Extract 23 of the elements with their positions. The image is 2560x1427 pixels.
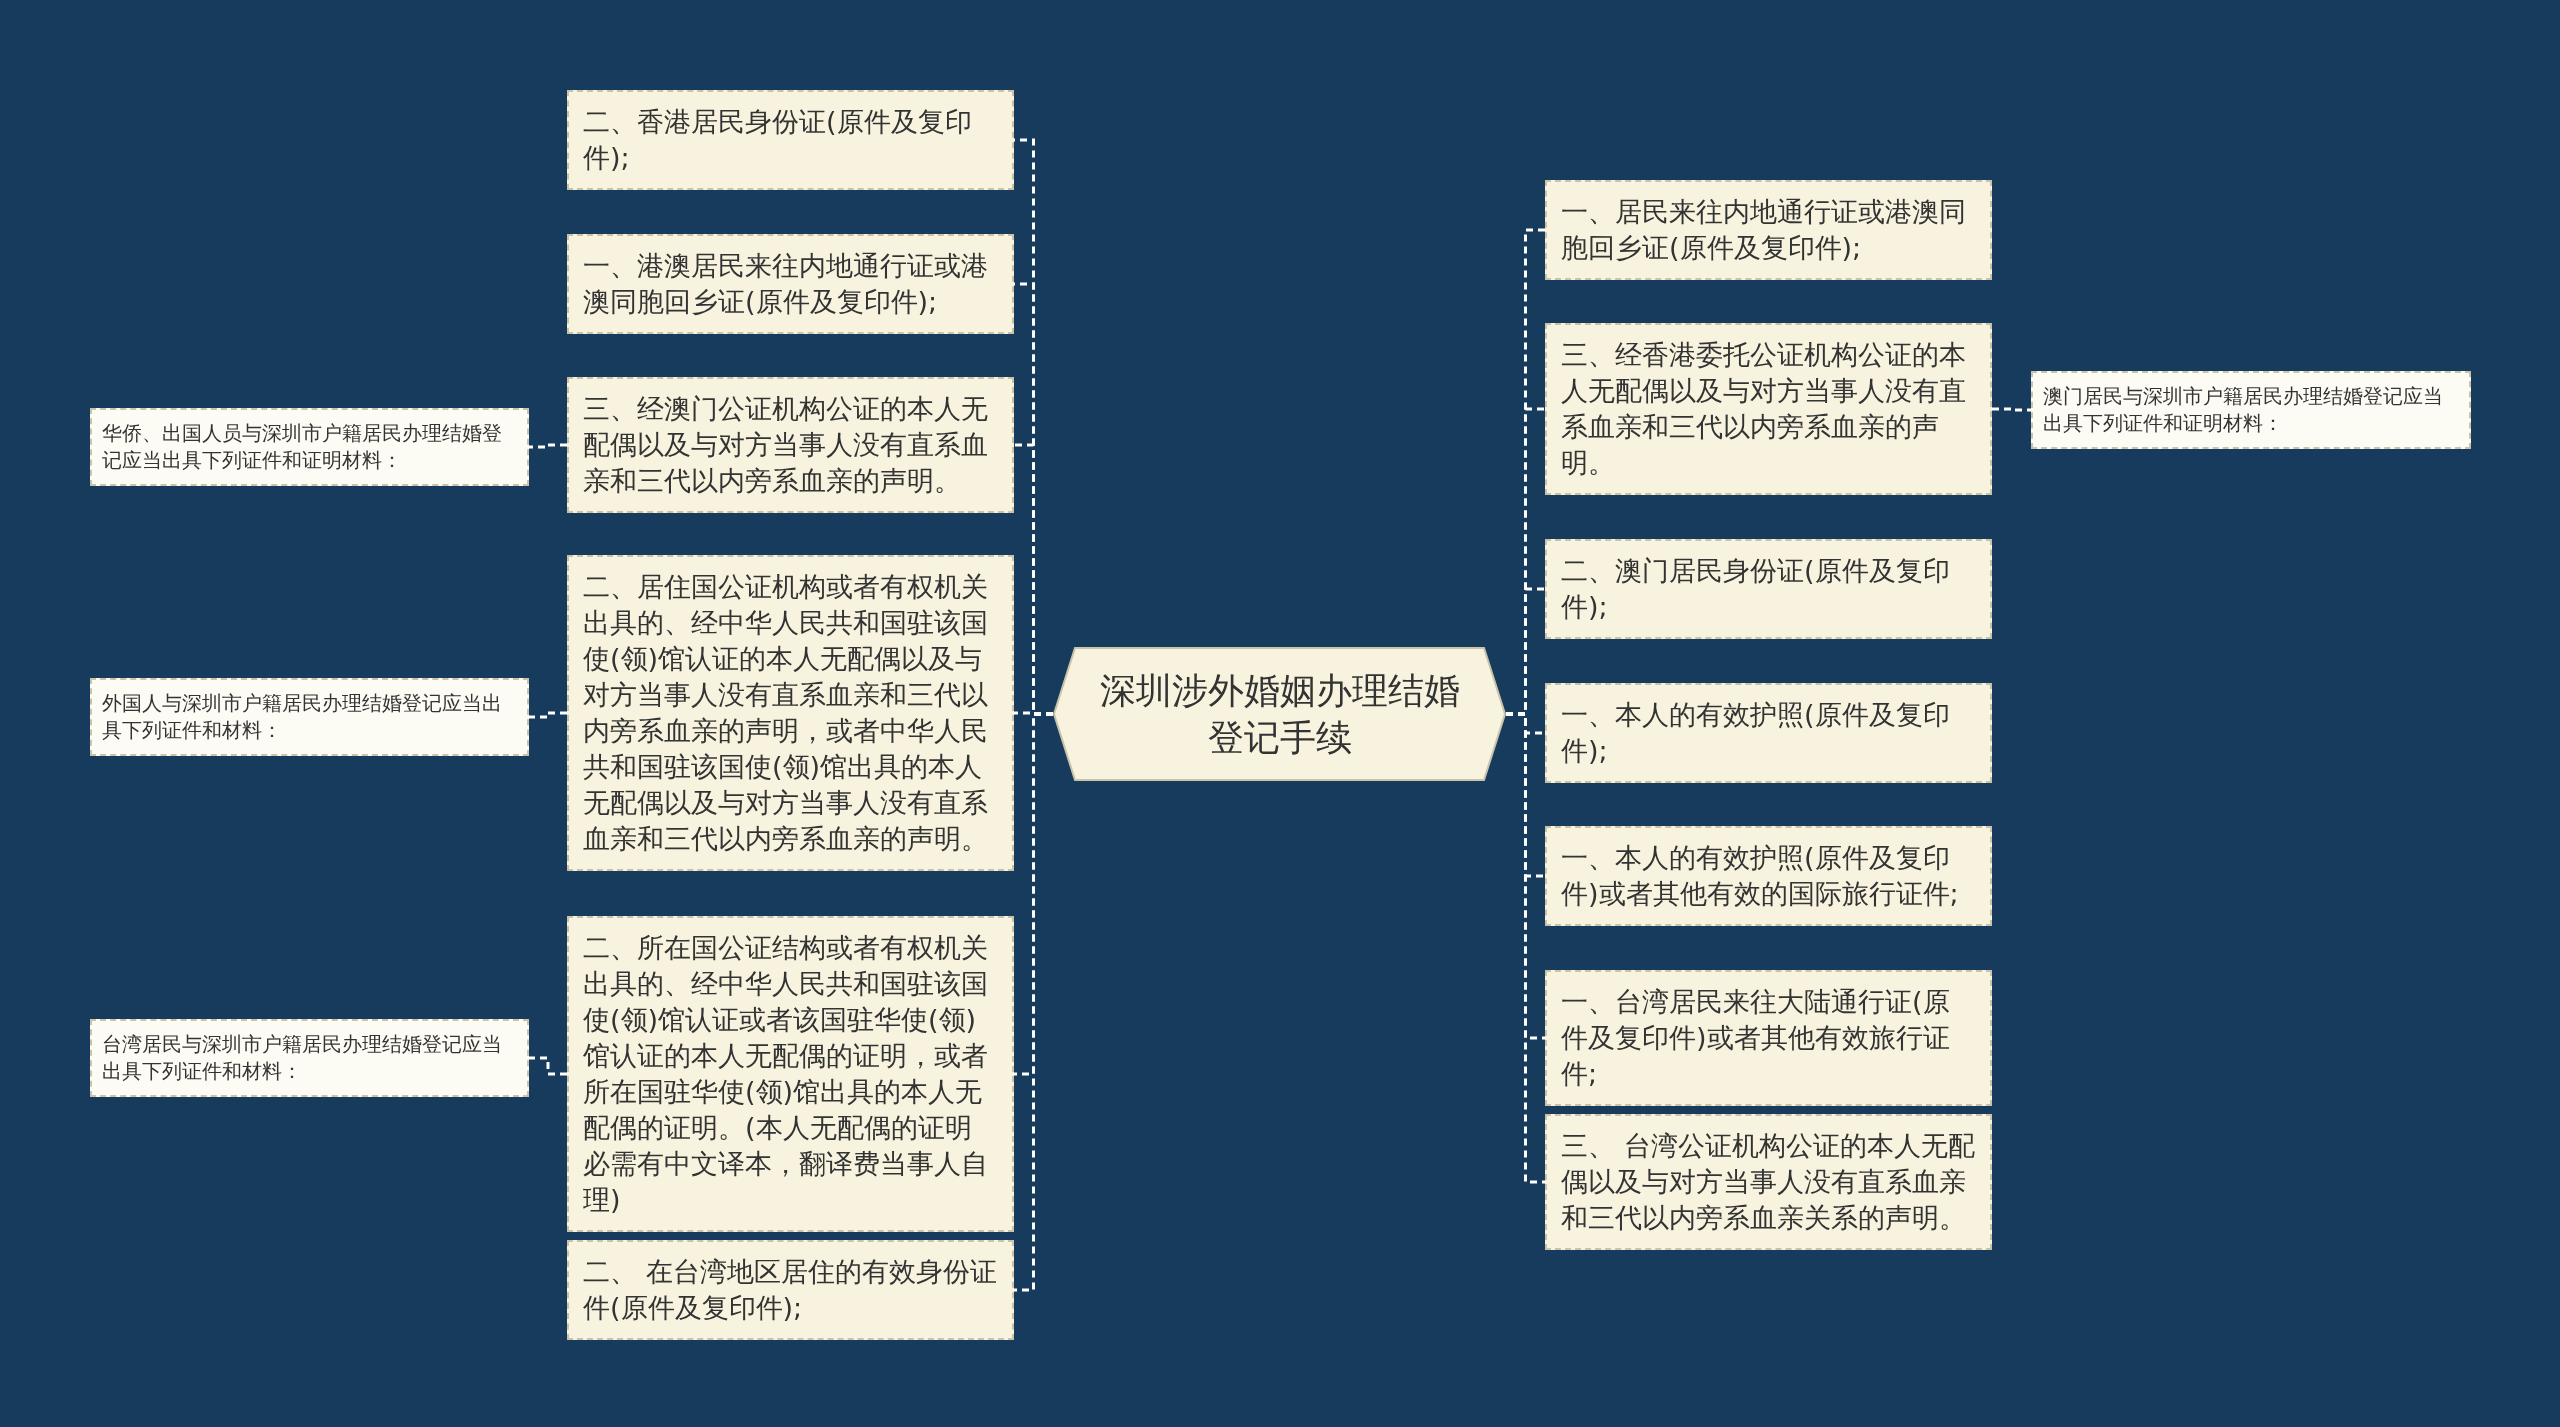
item-box: 二、居住国公证机构或者有权机关出具的、经中华人民共和国驻该国使(领)馆认证的本人无配偶以及与对方当事人没有直系血亲和三代以内旁系血亲的声明，或者中华人民共和国驻该国使(领)馆出具的本人无配偶以及与对方当事人没有直系血亲和三代以内旁系血亲的声明。 [567, 555, 1014, 871]
item-box: 二、澳门居民身份证(原件及复印件); [1545, 539, 1992, 639]
category-box: 华侨、出国人员与深圳市户籍居民办理结婚登记应当出具下列证件和证明材料： [90, 408, 529, 486]
item-box: 二、香港居民身份证(原件及复印件); [567, 90, 1014, 190]
connector-line [529, 443, 567, 449]
item-box: 一、本人的有效护照(原件及复印件)或者其他有效的国际旅行证件; [1545, 826, 1992, 926]
item-box: 三、经澳门公证机构公证的本人无配偶以及与对方当事人没有直系血亲和三代以内旁系血亲的声明。 [567, 377, 1014, 513]
connector-line [1506, 712, 1545, 1184]
item-box: 一、本人的有效护照(原件及复印件); [1545, 683, 1992, 783]
item-box: 二、 在台湾地区居住的有效身份证件(原件及复印件); [567, 1240, 1014, 1340]
item-box: 二、所在国公证结构或者有权机关出具的、经中华人民共和国驻该国使(领)馆认证或者该国驻华使(领)馆认证的本人无配偶的证明，或者所在国驻华使(领)馆出具的本人无配偶的证明。(本人无配偶的证明必需有中文译本，翻译费当事人自理) [567, 916, 1014, 1232]
category-box: 澳门居民与深圳市户籍居民办理结婚登记应当出具下列证件和证明材料： [2031, 371, 2471, 449]
connector-line [529, 1056, 567, 1076]
category-box: 外国人与深圳市户籍居民办理结婚登记应当出具下列证件和材料： [90, 678, 529, 756]
item-box: 三、经香港委托公证机构公证的本人无配偶以及与对方当事人没有直系血亲和三代以内旁系血亲的声明。 [1545, 323, 1992, 495]
item-box: 一、港澳居民来往内地通行证或港澳同胞回乡证(原件及复印件); [567, 234, 1014, 334]
item-box: 一、台湾居民来往大陆通行证(原件及复印件)或者其他有效旅行证件; [1545, 970, 1992, 1106]
connector-line [529, 711, 567, 719]
item-box: 三、 台湾公证机构公证的本人无配偶以及与对方当事人没有直系血亲和三代以内旁系血亲关系的声明。 [1545, 1114, 1992, 1250]
category-box: 台湾居民与深圳市户籍居民办理结婚登记应当出具下列证件和材料： [90, 1019, 529, 1097]
topic-box: 深圳涉外婚姻办理结婚登记手续 [1053, 647, 1506, 781]
connector-line [1992, 407, 2031, 412]
item-box: 一、居民来往内地通行证或港澳同胞回乡证(原件及复印件); [1545, 180, 1992, 280]
